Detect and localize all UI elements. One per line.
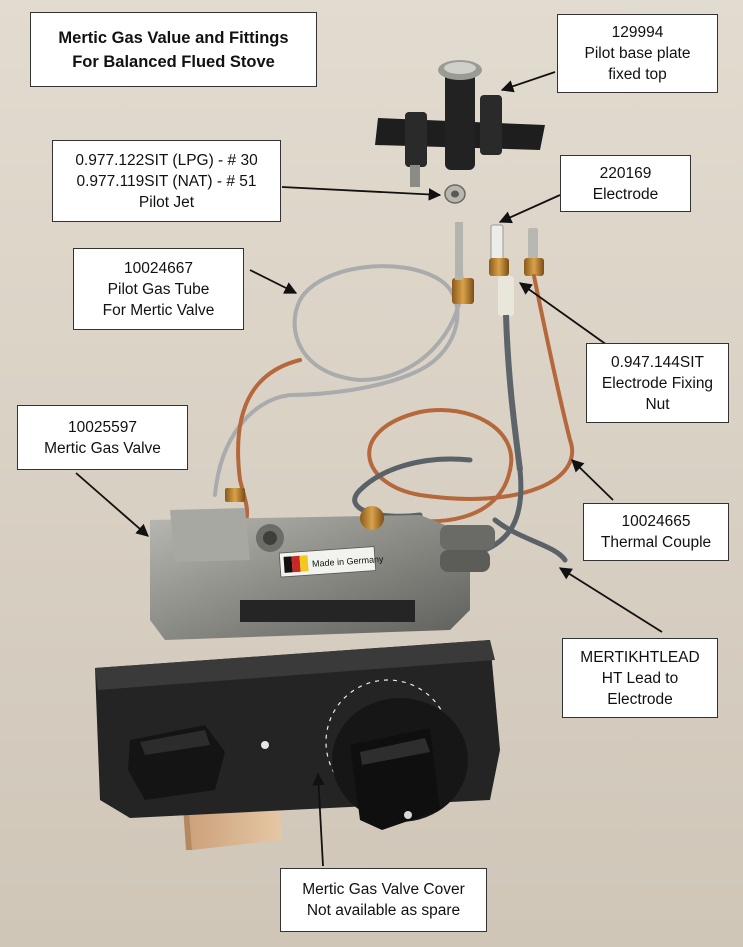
arrow-gas-valve bbox=[75, 472, 149, 537]
callout-code: 129994 bbox=[611, 24, 664, 41]
arrow-ht-lead bbox=[558, 567, 663, 633]
callout-code: 10024667 bbox=[124, 259, 193, 277]
callout-text: Electrode Fixing bbox=[601, 374, 714, 392]
callout-text: Not available as spare bbox=[306, 902, 461, 919]
callout-code: 10024665 bbox=[621, 513, 691, 530]
callout-text: 0.977.122SIT (LPG) - # 30 bbox=[75, 151, 258, 169]
callout-arrows bbox=[75, 71, 663, 867]
callout-gas-valve: 10025597 Mertic Gas Valve bbox=[17, 405, 188, 470]
callout-ht-lead: MERTIKHTLEAD HT Lead to Electrode bbox=[562, 638, 718, 718]
callout-pilot-jet: 0.977.122SIT (LPG) - # 30 0.977.119SIT (… bbox=[52, 140, 281, 222]
callout-electrode: 220169 Electrode bbox=[560, 155, 691, 212]
callout-text: Pilot Gas Tube bbox=[107, 280, 210, 298]
callout-text: For Mertic Valve bbox=[102, 301, 215, 319]
title-line-1: Mertic Gas Value and Fittings bbox=[58, 28, 289, 47]
control-knob bbox=[332, 698, 468, 830]
callout-text: Mertic Gas Valve bbox=[44, 439, 161, 457]
callout-pilot-gas-tube: 10024667 Pilot Gas Tube For Mertic Valve bbox=[73, 248, 244, 330]
callout-code: 220169 bbox=[599, 164, 652, 182]
gas-valve-cover bbox=[95, 640, 500, 830]
pilot-gas-tube bbox=[213, 228, 465, 497]
callout-text: Nut bbox=[645, 395, 670, 413]
callout-text: Electrode bbox=[592, 185, 659, 203]
callout-text: HT Lead to bbox=[601, 669, 679, 687]
callout-thermal-couple: 10024665 Thermal Couple bbox=[583, 503, 729, 561]
pilot-base-plate bbox=[375, 60, 545, 187]
callout-text: 0.977.119SIT (NAT) - # 51 bbox=[76, 172, 257, 190]
callout-code: 0.947.144SIT bbox=[610, 353, 705, 371]
thermocouple-probe bbox=[524, 228, 544, 276]
arrow-electrode-fixing-nut bbox=[518, 282, 608, 346]
gas-valve-body: Made in Germany bbox=[150, 488, 495, 640]
title-box: Mertic Gas Value and Fittings For Balanc… bbox=[30, 12, 317, 87]
callout-valve-cover: Mertic Gas Valve Cover Not available as … bbox=[280, 868, 487, 932]
callout-code: 10025597 bbox=[68, 418, 137, 436]
electrode bbox=[489, 224, 523, 471]
arrow-pilot-base-plate bbox=[500, 71, 556, 93]
copper-tubes bbox=[236, 274, 574, 527]
callout-text: fixed top bbox=[608, 66, 667, 83]
arrow-thermal-couple bbox=[571, 459, 614, 501]
callout-pilot-base-plate: 129994 Pilot base plate fixed top bbox=[557, 14, 718, 93]
arrow-pilot-gas-tube bbox=[249, 269, 298, 294]
title-line-2: For Balanced Flued Stove bbox=[72, 52, 275, 71]
callout-electrode-fixing-nut: 0.947.144SIT Electrode Fixing Nut bbox=[586, 343, 729, 423]
callout-text: Pilot base plate bbox=[584, 45, 691, 62]
arrow-pilot-jet bbox=[281, 186, 442, 201]
callout-text: Electrode bbox=[607, 690, 673, 708]
made-in-label: Made in Germany bbox=[278, 546, 384, 578]
callout-text: Pilot Jet bbox=[138, 193, 195, 211]
callout-code: MERTIKHTLEAD bbox=[580, 648, 700, 666]
pilot-jet bbox=[444, 184, 466, 204]
arrow-electrode bbox=[498, 194, 561, 224]
callout-text: Thermal Couple bbox=[600, 534, 712, 551]
callout-text: Mertic Gas Valve Cover bbox=[302, 881, 465, 898]
arrow-valve-cover bbox=[312, 772, 325, 867]
